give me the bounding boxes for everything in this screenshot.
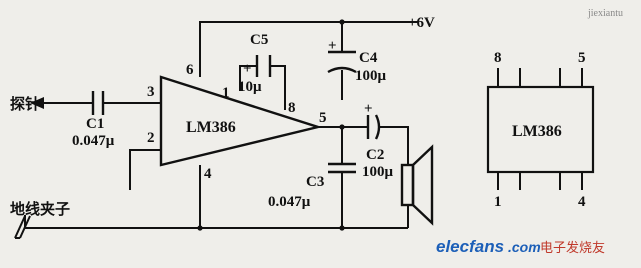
c5-ref: C5 [250,32,268,48]
pin-2-label: 2 [147,130,155,146]
package-pin-4-label: 4 [578,194,586,210]
pin-8-label: 8 [288,100,296,116]
c2-value: 100μ [362,164,394,180]
speaker-body [400,163,415,207]
c2-ref: C2 [366,147,384,163]
package-name: LM386 [512,123,562,140]
c5-left-wire [239,65,257,91]
package-pin-5-label: 5 [578,50,586,66]
opamp-triangle [159,75,323,167]
c4-ref: C4 [359,50,378,66]
junction-dots [197,19,345,231]
ground-clip-label: 地线夹子 [10,200,70,218]
c5-value: 10μ [238,79,262,95]
pin-6-label: 6 [186,62,194,78]
junction-dot [197,225,203,231]
c4-value: 100μ [355,68,387,84]
amplifier-name: LM386 [186,119,236,136]
watermark-domain: .com [508,239,541,255]
amplifier-symbol [159,75,323,167]
c5-polarity: + [243,61,252,77]
probe-label: 探针 [10,95,40,113]
watermark-site: jiexiantu [587,8,623,19]
capacitors [91,50,381,174]
pin-5-label: 5 [319,110,327,126]
pin-4-label: 4 [204,166,212,182]
package-pin-1-label: 1 [494,194,502,210]
ground-clip-icon [14,215,31,239]
package-body [486,85,595,174]
c2-polarity: + [364,101,373,117]
junction-dot [339,19,345,25]
supply-label: +6V [408,15,435,31]
pin2-ground-wire [129,149,161,190]
speaker-icon [400,144,434,226]
pin-3-label: 3 [147,84,155,100]
c1-ref: C1 [86,116,104,132]
c2-to-speaker-wire [378,126,409,165]
c5-right-wire [270,65,286,110]
speaker-cone [411,144,434,226]
c2-curved-plate [374,114,381,140]
c4-polarity: + [328,38,337,54]
c3-value: 0.047μ [268,194,311,210]
watermark-brand: elecfans [436,237,504,256]
watermark-suffix: 电子发烧友 [540,240,605,256]
probe-arrow-icon [30,97,55,109]
junction-dot [339,225,345,231]
c3-ref: C3 [306,174,324,190]
c4-curved-plate [327,66,357,74]
supply-rail-wire [199,21,418,77]
junction-dot [339,124,345,130]
package-pin-8-label: 8 [494,50,502,66]
c1-value: 0.047μ [72,133,115,149]
pin-1-label: 1 [222,85,230,101]
wires [24,21,418,229]
ic-package [486,68,595,190]
watermark-logo: elecfans .com 电子发烧友 jiexiantu [436,8,623,256]
